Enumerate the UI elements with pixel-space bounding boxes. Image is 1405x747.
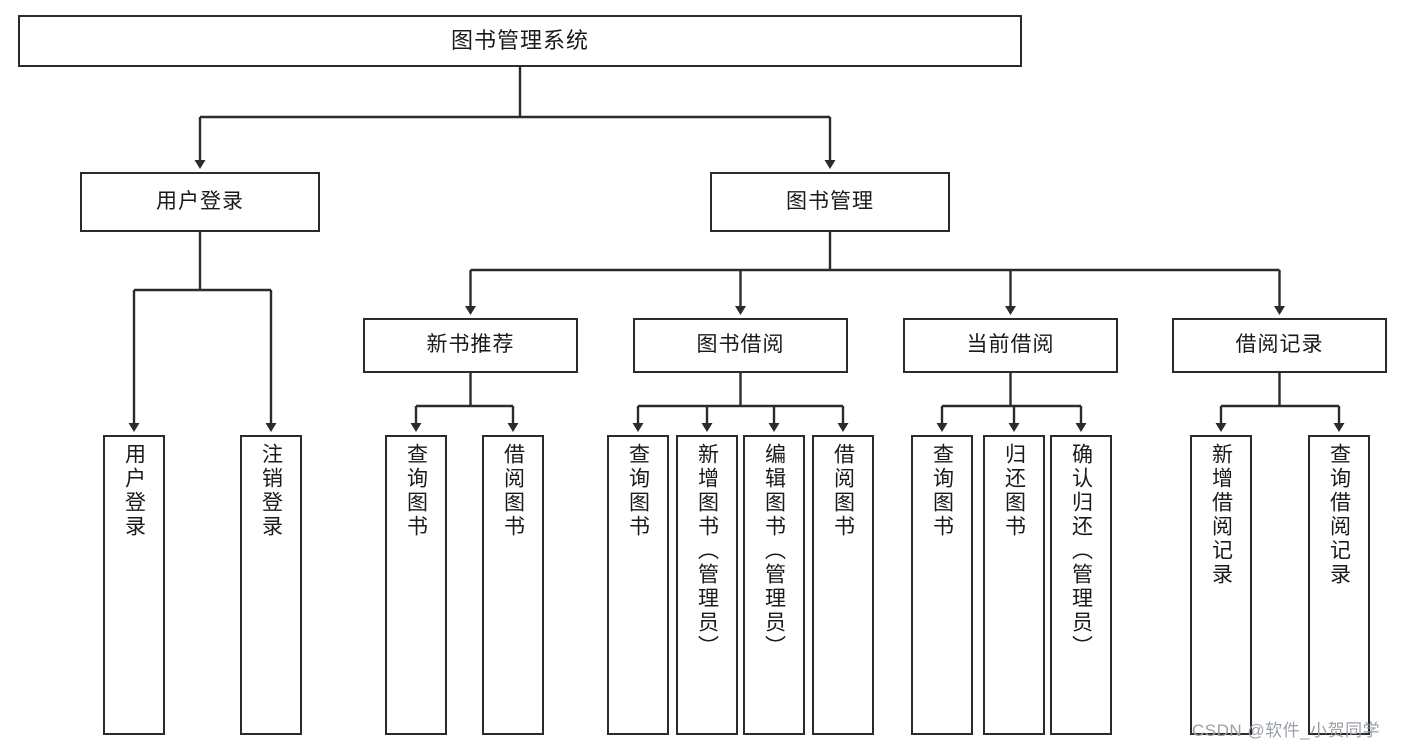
node-borrow-records[interactable]: 借阅记录 <box>1172 318 1387 373</box>
leaf-confirm-return-admin-label: 确认归还（管理员） <box>1069 443 1093 659</box>
leaf-add-borrow-record[interactable]: 新增借阅记录 <box>1190 435 1252 735</box>
node-user-login[interactable]: 用户登录 <box>80 172 320 232</box>
leaf-query-book-borrow-label: 查询图书 <box>626 443 650 539</box>
leaf-edit-book-admin-label: 编辑图书（管理员） <box>762 443 786 659</box>
node-book-borrow-label: 图书借阅 <box>696 333 785 357</box>
leaf-logout-label: 注销登录 <box>259 443 283 539</box>
leaf-confirm-return-admin[interactable]: 确认归还（管理员） <box>1050 435 1112 735</box>
node-current-borrow-label: 当前借阅 <box>966 333 1055 357</box>
leaf-query-borrow-record-label: 查询借阅记录 <box>1327 443 1351 587</box>
leaf-borrow-book-recommend-label: 借阅图书 <box>501 443 525 539</box>
leaf-query-book-borrow[interactable]: 查询图书 <box>607 435 669 735</box>
leaf-return-book[interactable]: 归还图书 <box>983 435 1045 735</box>
leaf-add-borrow-record-label: 新增借阅记录 <box>1209 443 1233 587</box>
node-current-borrow[interactable]: 当前借阅 <box>903 318 1118 373</box>
leaf-borrow-book[interactable]: 借阅图书 <box>812 435 874 735</box>
leaf-return-book-label: 归还图书 <box>1002 443 1026 539</box>
leaf-add-book-admin[interactable]: 新增图书（管理员） <box>676 435 738 735</box>
leaf-logout[interactable]: 注销登录 <box>240 435 302 735</box>
node-new-book-recommend[interactable]: 新书推荐 <box>363 318 578 373</box>
leaf-edit-book-admin[interactable]: 编辑图书（管理员） <box>743 435 805 735</box>
node-root[interactable]: 图书管理系统 <box>18 15 1022 67</box>
csdn-watermark: CSDN @软件_小贺同学 <box>1192 721 1381 740</box>
leaf-query-borrow-record[interactable]: 查询借阅记录 <box>1308 435 1370 735</box>
node-book-management[interactable]: 图书管理 <box>710 172 950 232</box>
leaf-user-login[interactable]: 用户登录 <box>103 435 165 735</box>
node-book-management-label: 图书管理 <box>786 189 874 213</box>
leaf-borrow-book-recommend[interactable]: 借阅图书 <box>482 435 544 735</box>
leaf-query-book-recommend-label: 查询图书 <box>404 443 428 539</box>
leaf-query-book-current-label: 查询图书 <box>930 443 954 539</box>
leaf-add-book-admin-label: 新增图书（管理员） <box>695 443 719 659</box>
node-new-book-recommend-label: 新书推荐 <box>426 333 515 357</box>
node-borrow-records-label: 借阅记录 <box>1235 333 1324 357</box>
node-user-login-label: 用户登录 <box>156 189 244 213</box>
leaf-query-book-recommend[interactable]: 查询图书 <box>385 435 447 735</box>
node-root-label: 图书管理系统 <box>450 28 589 54</box>
leaf-query-book-current[interactable]: 查询图书 <box>911 435 973 735</box>
leaf-borrow-book-label: 借阅图书 <box>831 443 855 539</box>
node-book-borrow[interactable]: 图书借阅 <box>633 318 848 373</box>
leaf-user-login-label: 用户登录 <box>122 443 146 539</box>
